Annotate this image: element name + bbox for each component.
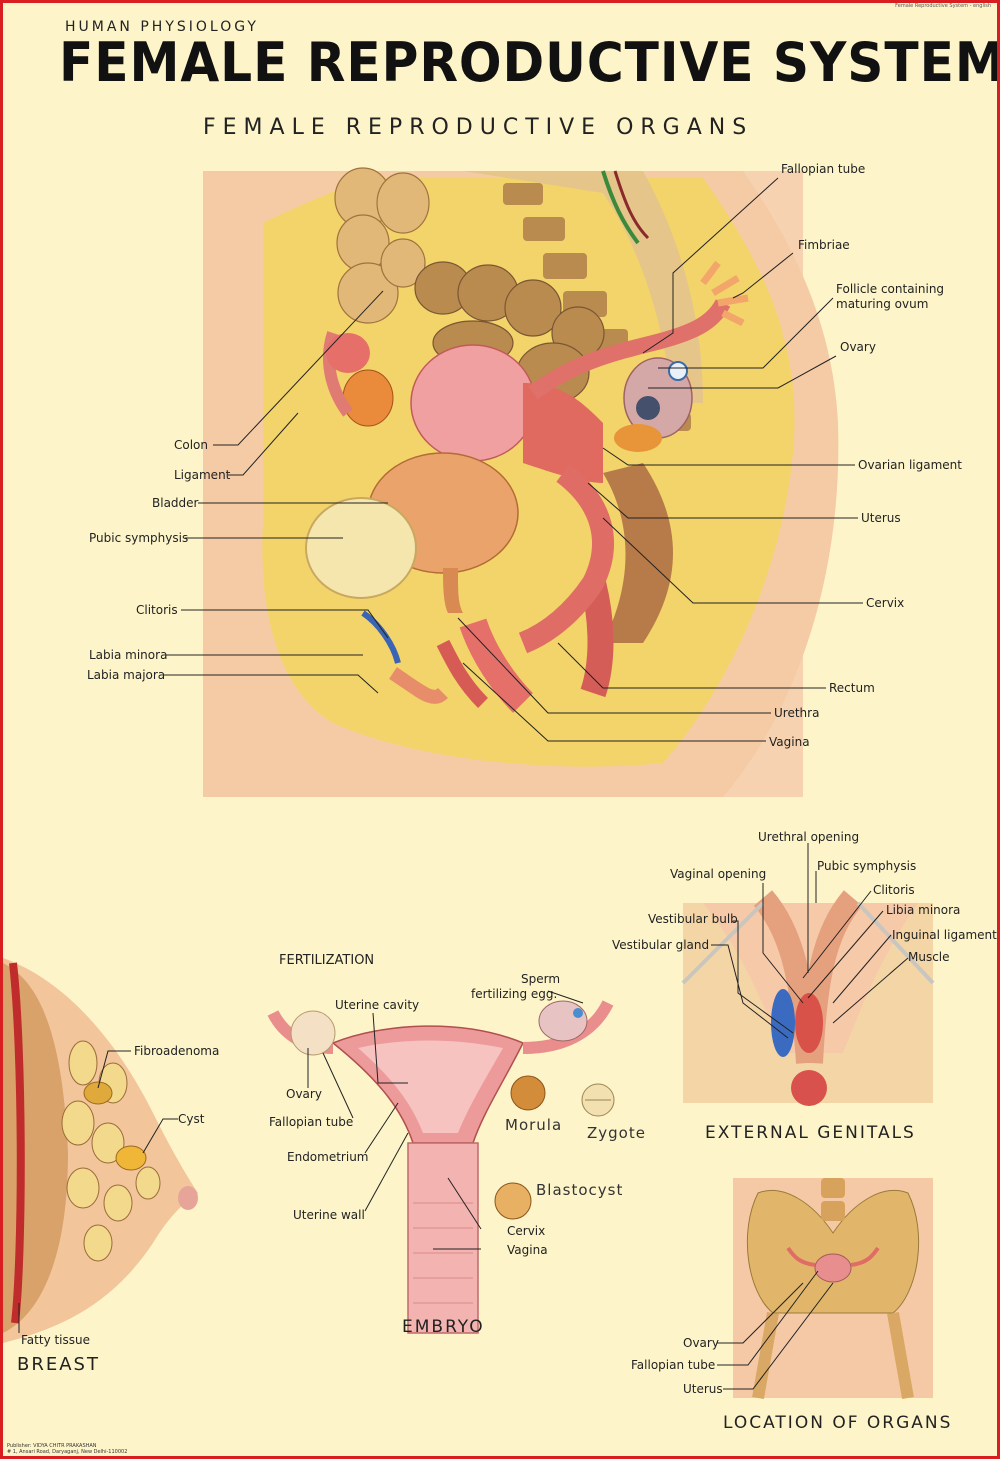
label-genitals-clitoris: Clitoris bbox=[873, 883, 915, 897]
poster-title: FEMALE REPRODUCTIVE SYSTEM bbox=[59, 31, 1000, 94]
label-uterus: Uterus bbox=[861, 511, 901, 525]
label-ligament: Ligament bbox=[174, 468, 231, 482]
label-fibroadenoma: Fibroadenoma bbox=[134, 1044, 220, 1058]
publisher-line-1: Publisher: VIDYA CHITR PRAKASHAN bbox=[7, 1443, 97, 1449]
external-genitals-illustration bbox=[681, 890, 935, 1106]
label-rectum: Rectum bbox=[829, 681, 875, 695]
label-fallopian-tube: Fallopian tube bbox=[781, 162, 866, 176]
label-location-uterus: Uterus bbox=[683, 1382, 723, 1396]
section-title: FEMALE REPRODUCTIVE ORGANS bbox=[203, 115, 754, 140]
label-urethra: Urethra bbox=[774, 706, 820, 720]
illustrations bbox=[3, 167, 935, 1400]
label-vaginal-opening: Vaginal opening bbox=[670, 867, 767, 881]
label-labia-majora: Labia majora bbox=[87, 668, 166, 682]
breast-leader-lines bbox=[18, 1050, 178, 1333]
label-muscle: Muscle bbox=[908, 950, 950, 964]
label-endometrium: Endometrium bbox=[287, 1150, 369, 1164]
label-embryo-fallopian-tube: Fallopian tube bbox=[269, 1115, 354, 1129]
label-clitoris: Clitoris bbox=[136, 603, 178, 617]
location-illustration bbox=[733, 1178, 933, 1400]
label-sperm: Sperm bbox=[521, 972, 561, 986]
label-uterine-wall: Uterine wall bbox=[293, 1208, 365, 1222]
label-embryo-cervix: Cervix bbox=[507, 1224, 546, 1238]
label-vestibular-bulb: Vestibular bulb bbox=[648, 912, 738, 926]
publisher-info: Publisher: VIDYA CHITR PRAKASHAN # 1, An… bbox=[7, 1443, 127, 1455]
location-leader-lines bbox=[717, 1270, 834, 1390]
breast-illustration bbox=[3, 958, 198, 1343]
label-follicle-2: maturing ovum bbox=[836, 297, 929, 311]
label-cyst: Cyst bbox=[178, 1112, 205, 1126]
label-libia-minora: Libia minora bbox=[886, 903, 961, 917]
label-morula: Morula bbox=[505, 1116, 563, 1134]
label-location-fallopian-tube: Fallopian tube bbox=[631, 1358, 716, 1372]
label-labia-minora: Labia minora bbox=[89, 648, 168, 662]
label-follicle: Follicle containing bbox=[836, 282, 945, 296]
label-bladder: Bladder bbox=[152, 496, 199, 510]
label-embryo-ovary: Ovary bbox=[286, 1087, 322, 1101]
label-blastocyst: Blastocyst bbox=[536, 1181, 624, 1199]
sagittal-leader-lines bbox=[163, 177, 863, 742]
label-zygote: Zygote bbox=[587, 1124, 646, 1142]
caption-breast: BREAST bbox=[17, 1354, 100, 1375]
label-ovarian-ligament: Ovarian ligament bbox=[858, 458, 962, 472]
label-cervix: Cervix bbox=[866, 596, 905, 610]
label-embryo-vagina: Vagina bbox=[507, 1243, 548, 1257]
sagittal-section-illustration bbox=[203, 167, 839, 797]
corner-note: Female Reproductive System - english bbox=[895, 3, 991, 9]
label-uterine-cavity: Uterine cavity bbox=[335, 998, 420, 1012]
label-colon: Colon bbox=[174, 438, 209, 452]
caption-location-of-organs: LOCATION OF ORGANS bbox=[723, 1413, 953, 1433]
label-genitals-pubic-symphysis: Pubic symphysis bbox=[817, 859, 917, 873]
label-ovary: Ovary bbox=[840, 340, 876, 354]
genitals-leader-lines bbox=[711, 843, 909, 1039]
caption-external-genitals: EXTERNAL GENITALS bbox=[705, 1123, 916, 1143]
embryo-illustration bbox=[267, 1000, 615, 1334]
label-sperm-2: fertilizing egg. bbox=[471, 987, 558, 1001]
poster-subtitle: HUMAN PHYSIOLOGY bbox=[65, 19, 259, 35]
label-vagina: Vagina bbox=[769, 735, 810, 749]
label-fimbriae: Fimbriae bbox=[798, 238, 850, 252]
label-pubic-symphysis: Pubic symphysis bbox=[89, 531, 189, 545]
label-location-ovary: Ovary bbox=[683, 1336, 719, 1350]
label-inguinal-ligament: Inguinal ligament bbox=[892, 928, 997, 942]
label-urethral-opening: Urethral opening bbox=[758, 830, 860, 844]
publisher-line-2: # 1, Ansari Road, Daryaganj, New Delhi-1… bbox=[7, 1449, 128, 1455]
label-fatty-tissue: Fatty tissue bbox=[21, 1333, 91, 1347]
label-vestibular-gland: Vestibular gland bbox=[612, 938, 710, 952]
caption-embryo: EMBRYO bbox=[402, 1317, 485, 1337]
label-fertilization: FERTILIZATION bbox=[279, 953, 375, 968]
embryo-leader-lines bbox=[307, 990, 584, 1250]
